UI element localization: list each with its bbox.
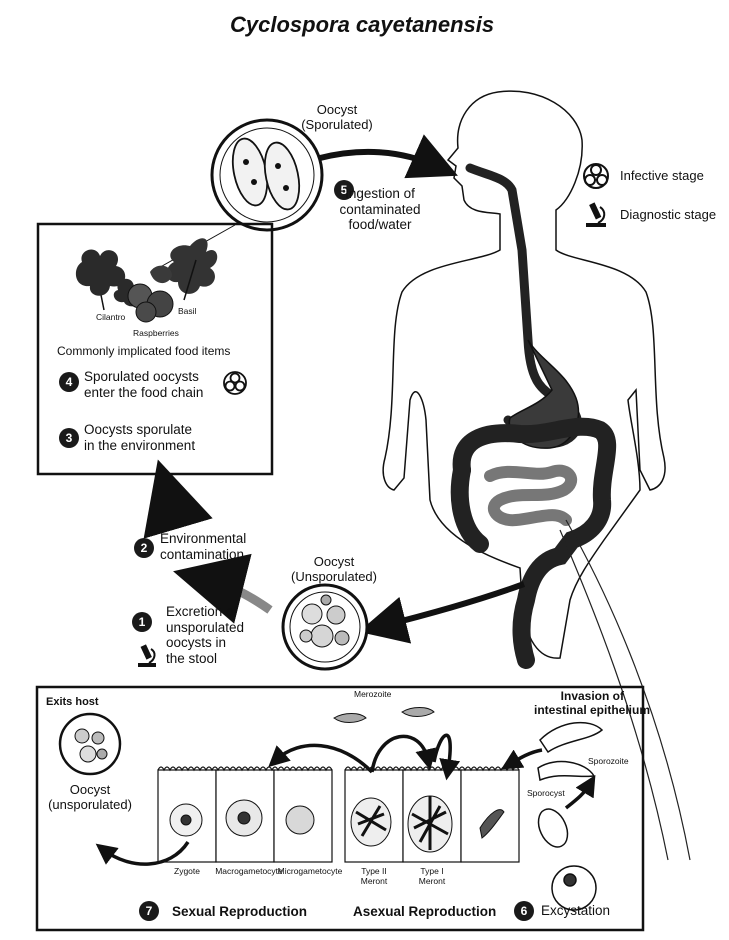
contamination-up-arrow bbox=[168, 494, 178, 528]
step-4-badge: 4 bbox=[59, 372, 79, 392]
unsporulated-oocyst-illustration bbox=[283, 585, 367, 669]
sporozoite-label: Sporozoite bbox=[588, 757, 629, 767]
sexual-reproduction-label: Sexual Reproduction bbox=[172, 904, 307, 920]
food-items-caption: Commonly implicated food items bbox=[57, 345, 230, 359]
step-7-badge: 7 bbox=[139, 901, 159, 921]
type-1-meront-label: Type I Meront bbox=[419, 867, 445, 887]
sporulated-oocyst-label: Oocyst (Sporulated) bbox=[301, 103, 373, 133]
unsporulated-oocyst-label: Oocyst (Unsporulated) bbox=[291, 555, 377, 585]
type-2-meront-label: Type II Meront bbox=[361, 867, 387, 887]
step-6-badge: 6 bbox=[514, 901, 534, 921]
step-2-badge: 2 bbox=[134, 538, 154, 558]
step-3-label: Oocysts sporulate in the environment bbox=[84, 422, 195, 453]
merozoite-label: Merozoite bbox=[354, 690, 391, 700]
biohazard-icon bbox=[222, 370, 248, 396]
cilantro-label: Cilantro bbox=[96, 313, 125, 323]
bottom-oocyst-illustration bbox=[60, 714, 120, 774]
bottom-oocyst-label: Oocyst (unsporulated) bbox=[48, 783, 132, 813]
raspberries-label: Raspberries bbox=[133, 329, 179, 339]
microgametocyte-label: Microgametocyte bbox=[278, 867, 343, 877]
step-4-label: Sporulated oocysts enter the food chain bbox=[84, 369, 203, 400]
macrogametocyte-label: Macrogametocyte bbox=[215, 867, 283, 877]
step-2-label: Environmental contamination bbox=[160, 531, 246, 562]
sporozoites bbox=[533, 723, 602, 910]
legend-infective-label: Infective stage bbox=[620, 169, 704, 184]
asexual-reproduction-label: Asexual Reproduction bbox=[353, 904, 496, 920]
step-1-label: Excretion of unsporulated oocysts in the… bbox=[166, 604, 244, 666]
ingestion-arrow bbox=[320, 152, 436, 166]
invasion-label: Invasion of intestinal epithelium bbox=[534, 690, 624, 718]
basil-label: Basil bbox=[178, 307, 196, 317]
exits-host-label: Exits host bbox=[46, 696, 99, 709]
biohazard-icon bbox=[584, 164, 608, 188]
step-5-label: Ingestion of contaminated food/water bbox=[339, 186, 420, 233]
step-3-badge: 3 bbox=[59, 428, 79, 448]
step-1-badge: 1 bbox=[132, 612, 152, 632]
microscope-icon bbox=[136, 644, 158, 668]
excystation-label: Excystation bbox=[541, 903, 610, 919]
merozoites bbox=[334, 708, 434, 723]
epithelium-cells bbox=[158, 767, 519, 862]
legend-diagnostic-label: Diagnostic stage bbox=[620, 208, 716, 223]
diagram-title: Cyclospora cayetanensis bbox=[230, 12, 494, 37]
sporocyst-label: Sporocyst bbox=[527, 789, 565, 799]
zygote-label: Zygote bbox=[174, 867, 200, 877]
excretion-from-host-arrow bbox=[382, 584, 524, 626]
microscope-icon bbox=[586, 202, 606, 227]
